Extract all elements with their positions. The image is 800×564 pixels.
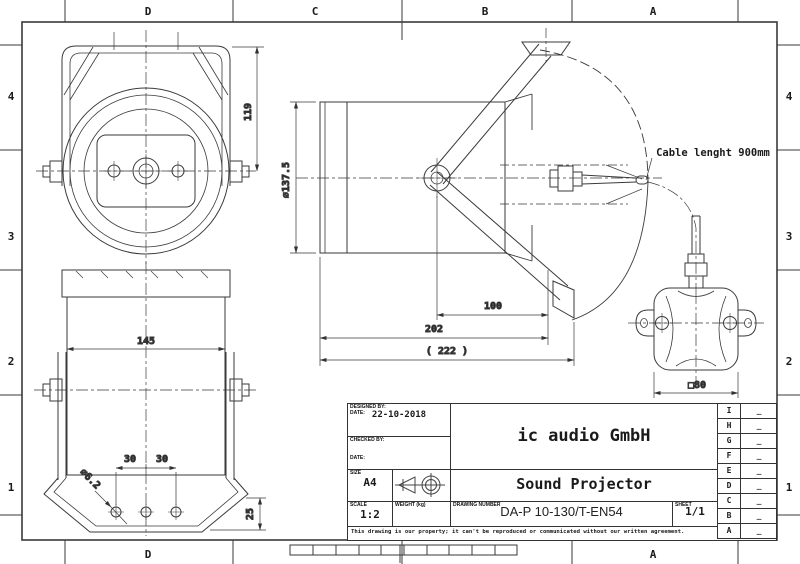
revision-note: _ bbox=[756, 451, 762, 460]
dim-6_2-label: ⌀6.2 bbox=[77, 467, 102, 492]
dim-25-label: 25 bbox=[245, 508, 256, 520]
date-value: 22-10-2018 bbox=[371, 410, 427, 420]
title-block: DESIGNED BY: DATE: 22-10-2018 CHECKED BY… bbox=[347, 403, 777, 541]
zone-top-C: C bbox=[312, 5, 319, 18]
drawing-number: DA-P 10-130/T-EN54 bbox=[500, 504, 623, 519]
zone-top-D: D bbox=[145, 5, 152, 18]
revision-letter: H bbox=[718, 419, 741, 433]
revision-row-C: C_ bbox=[718, 494, 777, 509]
side-view: ⌀137.5 100 202 ( 222 ) bbox=[281, 28, 662, 366]
dim-30-right-label: 30 bbox=[156, 454, 168, 465]
scale-label: SCALE bbox=[350, 502, 367, 508]
revision-letter: C bbox=[718, 494, 741, 508]
revision-note: _ bbox=[756, 481, 762, 490]
zone-top-A: A bbox=[650, 5, 657, 18]
revision-note: _ bbox=[756, 406, 762, 415]
revision-row-A: A_ bbox=[718, 524, 777, 539]
revision-row-F: F_ bbox=[718, 449, 777, 464]
zone-right-4: 4 bbox=[786, 90, 793, 103]
size-value: A4 bbox=[363, 476, 377, 489]
zone-top-B: B bbox=[482, 5, 489, 18]
zone-right-3: 3 bbox=[786, 230, 793, 243]
projection-cell bbox=[393, 470, 451, 502]
size-label: SIZE bbox=[350, 470, 362, 476]
dim-80-label: □80 bbox=[688, 380, 706, 391]
zone-right-1: 1 bbox=[786, 481, 793, 494]
zone-bottom-A: A bbox=[650, 548, 657, 561]
company-name: ic audio GmbH bbox=[517, 426, 651, 446]
sheet-label: SHEET bbox=[675, 502, 692, 508]
scale-value: 1:2 bbox=[360, 508, 380, 521]
zone-left-3: 3 bbox=[8, 230, 15, 243]
date2-label: DATE: bbox=[350, 455, 365, 461]
revision-note: _ bbox=[756, 421, 762, 430]
checked-by-cell: CHECKED BY: DATE: bbox=[348, 437, 451, 470]
dim-30-left-label: 30 bbox=[124, 454, 136, 465]
dim-119 bbox=[232, 46, 264, 172]
weight-label: WEIGHT (kg) bbox=[395, 502, 426, 508]
cable-length-note: Cable lenght 900mm bbox=[656, 147, 770, 159]
designed-by-label: DESIGNED BY: bbox=[350, 404, 386, 410]
scale-ruler bbox=[289, 544, 518, 563]
size-cell: SIZE A4 bbox=[348, 470, 393, 502]
revision-note: _ bbox=[756, 496, 762, 505]
revision-letter: G bbox=[718, 434, 741, 448]
dim-202-label: 202 bbox=[425, 324, 443, 335]
revision-row-I: I_ bbox=[718, 404, 777, 419]
revision-note: _ bbox=[756, 466, 762, 475]
zone-left-2: 2 bbox=[8, 355, 15, 368]
drawing-number-cell: DRAWING NUMBER DA-P 10-130/T-EN54 bbox=[451, 502, 673, 527]
revision-note: _ bbox=[756, 511, 762, 520]
revision-letter: E bbox=[718, 464, 741, 478]
revision-row-G: G_ bbox=[718, 434, 777, 449]
revision-row-B: B_ bbox=[718, 509, 777, 524]
revision-letter: D bbox=[718, 479, 741, 493]
sheet-cell: SHEET 1/1 bbox=[673, 502, 718, 527]
revision-note: _ bbox=[756, 526, 762, 535]
revision-letter: A bbox=[718, 524, 741, 538]
dim-222-label: ( 222 ) bbox=[426, 346, 468, 357]
dim-100-label: 100 bbox=[484, 301, 502, 312]
zone-right-2: 2 bbox=[786, 355, 793, 368]
revision-row-E: E_ bbox=[718, 464, 777, 479]
revision-table: I_H_G_F_E_D_C_B_A_ bbox=[718, 404, 777, 539]
zone-bottom-D: D bbox=[145, 548, 152, 561]
disclaimer-text: This drawing is our property; it can't b… bbox=[351, 529, 685, 535]
junction-box-view: □80 bbox=[628, 157, 764, 398]
dim-119-label: 119 bbox=[243, 103, 254, 121]
date-label: DATE: bbox=[350, 410, 365, 416]
sheet-value: 1/1 bbox=[685, 505, 705, 518]
zone-labels: D C B A D A 4 3 2 1 4 3 2 1 bbox=[8, 5, 793, 561]
product-title-cell: Sound Projector bbox=[451, 470, 718, 502]
designed-by-cell: DESIGNED BY: DATE: 22-10-2018 bbox=[348, 404, 451, 437]
company-cell: ic audio GmbH bbox=[451, 404, 718, 470]
dim-137_5-label: ⌀137.5 bbox=[281, 162, 292, 198]
revision-row-D: D_ bbox=[718, 479, 777, 494]
revision-letter: I bbox=[718, 404, 741, 418]
zone-left-4: 4 bbox=[8, 90, 15, 103]
checked-by-label: CHECKED BY: bbox=[350, 437, 385, 443]
revision-letter: B bbox=[718, 509, 741, 523]
revision-note: _ bbox=[756, 436, 762, 445]
product-title: Sound Projector bbox=[516, 475, 652, 493]
revision-letter: F bbox=[718, 449, 741, 463]
weight-cell: WEIGHT (kg) bbox=[393, 502, 451, 527]
front-view: 119 bbox=[36, 30, 264, 264]
disclaimer-cell: This drawing is our property; it can't b… bbox=[348, 527, 718, 539]
drawing-number-label: DRAWING NUMBER bbox=[453, 502, 501, 508]
scale-cell: SCALE 1:2 bbox=[348, 502, 393, 527]
dim-145-label: 145 bbox=[137, 336, 155, 347]
rear-view: 145 30 30 ⌀6.2 25 bbox=[34, 262, 266, 536]
first-angle-projection-icon bbox=[395, 473, 445, 497]
revision-row-H: H_ bbox=[718, 419, 777, 434]
zone-left-1: 1 bbox=[8, 481, 15, 494]
